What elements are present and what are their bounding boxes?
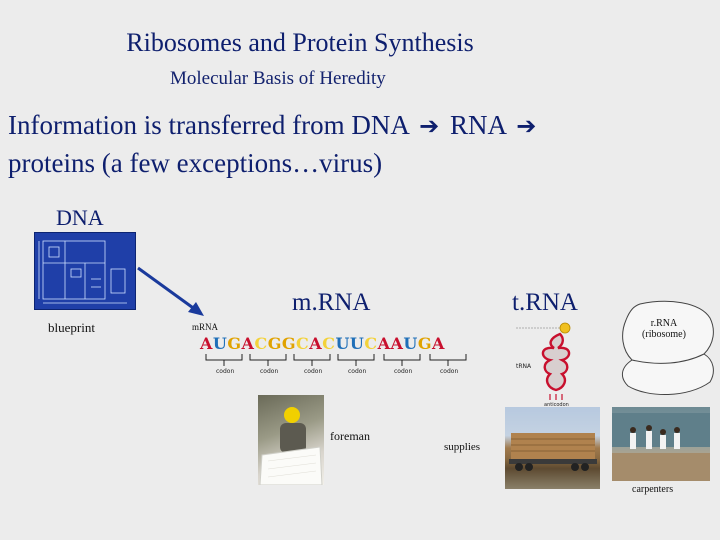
- mrna-strand: AUGACGGCACUUCAAUGA: [200, 334, 445, 353]
- rrna-label: r.RNA (ribosome): [632, 318, 696, 340]
- carpenters-illustration: [612, 413, 710, 481]
- slide-title: Ribosomes and Protein Synthesis: [126, 28, 474, 57]
- main-statement-part1: Information is transferred from DNA: [8, 110, 409, 140]
- ribosome-shape: [622, 300, 714, 395]
- trna-small-label: tRNA: [516, 363, 532, 370]
- rrna-label-line2: (ribosome): [642, 329, 686, 340]
- mrna-base: U: [349, 334, 365, 353]
- mrna-base: C: [296, 334, 310, 353]
- trna-heading: t.RNA: [512, 289, 578, 316]
- arrow-right-icon: ➔: [419, 112, 440, 140]
- mrna-base: U: [212, 334, 228, 353]
- anticodon-label: anticodon: [544, 402, 569, 406]
- codon-label: codon: [348, 368, 367, 375]
- codon-label: codon: [260, 368, 279, 375]
- mrna-base: U: [403, 334, 418, 353]
- dna-to-mrna-arrow: [137, 266, 204, 316]
- mrna-base: C: [254, 334, 268, 353]
- mrna-base: A: [390, 334, 404, 353]
- mrna-base: A: [200, 334, 213, 353]
- blueprint-drawing: [38, 240, 127, 304]
- mrna-base: A: [432, 334, 445, 353]
- codon-label: codon: [440, 368, 459, 375]
- foreman-caption: foreman: [330, 429, 370, 443]
- lumber-truck-illustration: [509, 433, 597, 471]
- mrna-base: C: [364, 334, 378, 353]
- supplies-caption: supplies: [444, 441, 481, 453]
- mrna-base: C: [322, 334, 336, 353]
- mrna-base: A: [309, 334, 323, 353]
- mrna-base: G: [281, 334, 297, 353]
- codon-label: codon: [216, 368, 235, 375]
- carpenters-caption: carpenters: [632, 484, 674, 495]
- mrna-heading: m.RNA: [292, 289, 371, 316]
- codon-label: codon: [394, 368, 413, 375]
- codon-brackets: [205, 354, 467, 366]
- carpenters-photo: [612, 407, 710, 481]
- codon-label: codon: [304, 368, 323, 375]
- slide-subtitle: Molecular Basis of Heredity: [170, 68, 386, 89]
- mrna-diagram-label: mRNA: [192, 322, 219, 332]
- dna-label: DNA: [56, 205, 104, 230]
- amino-acid-icon: [559, 322, 571, 334]
- mrna-base: A: [377, 334, 391, 353]
- supplies-photo: [505, 407, 600, 489]
- trna-diagram: tRNA anticodon: [516, 322, 571, 406]
- foreman-illustration: [259, 407, 323, 486]
- mrna-base: U: [335, 334, 350, 353]
- main-statement-line2: proteins (a few exceptions…virus): [8, 148, 383, 178]
- main-statement-line1: Information is transferred from DNA ➔ RN…: [8, 110, 540, 141]
- rrna-label-line1: r.RNA: [650, 318, 678, 329]
- mrna-base: G: [417, 334, 433, 353]
- mrna-base: G: [267, 334, 282, 353]
- mrna-base: A: [241, 334, 255, 353]
- blueprint-image: [34, 232, 136, 310]
- arrow-right-icon: ➔: [516, 112, 537, 140]
- main-statement-part2: RNA: [450, 110, 506, 140]
- foreman-photo: [258, 395, 324, 486]
- mrna-base: G: [227, 334, 242, 353]
- blueprint-caption: blueprint: [48, 320, 95, 335]
